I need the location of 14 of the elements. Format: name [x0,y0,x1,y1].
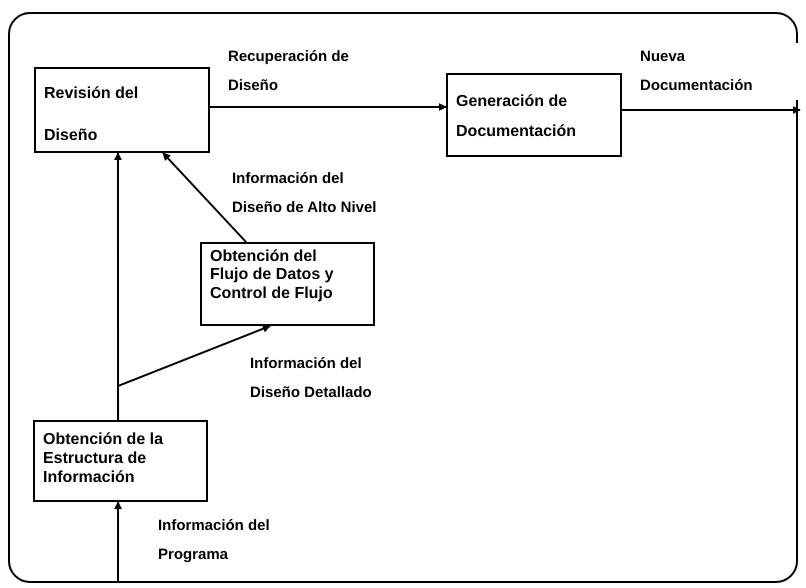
box-label: Revisión del Diseño [44,84,140,146]
arrow [114,501,122,583]
process-box [34,67,210,153]
arrow [210,103,447,112]
arrow [622,106,801,114]
process-box [446,73,622,157]
box-label: Obtención de la Estructura de Información [43,430,164,488]
process-box [200,242,375,326]
arrow [162,152,247,243]
edge-label: Nueva Documentación [640,43,800,100]
arrow [117,324,271,420]
box-label: Obtención del Flujo de Datos y Control de Flujo [210,248,335,304]
box-label: Generación de Documentación [456,92,578,142]
process-box [33,420,208,502]
